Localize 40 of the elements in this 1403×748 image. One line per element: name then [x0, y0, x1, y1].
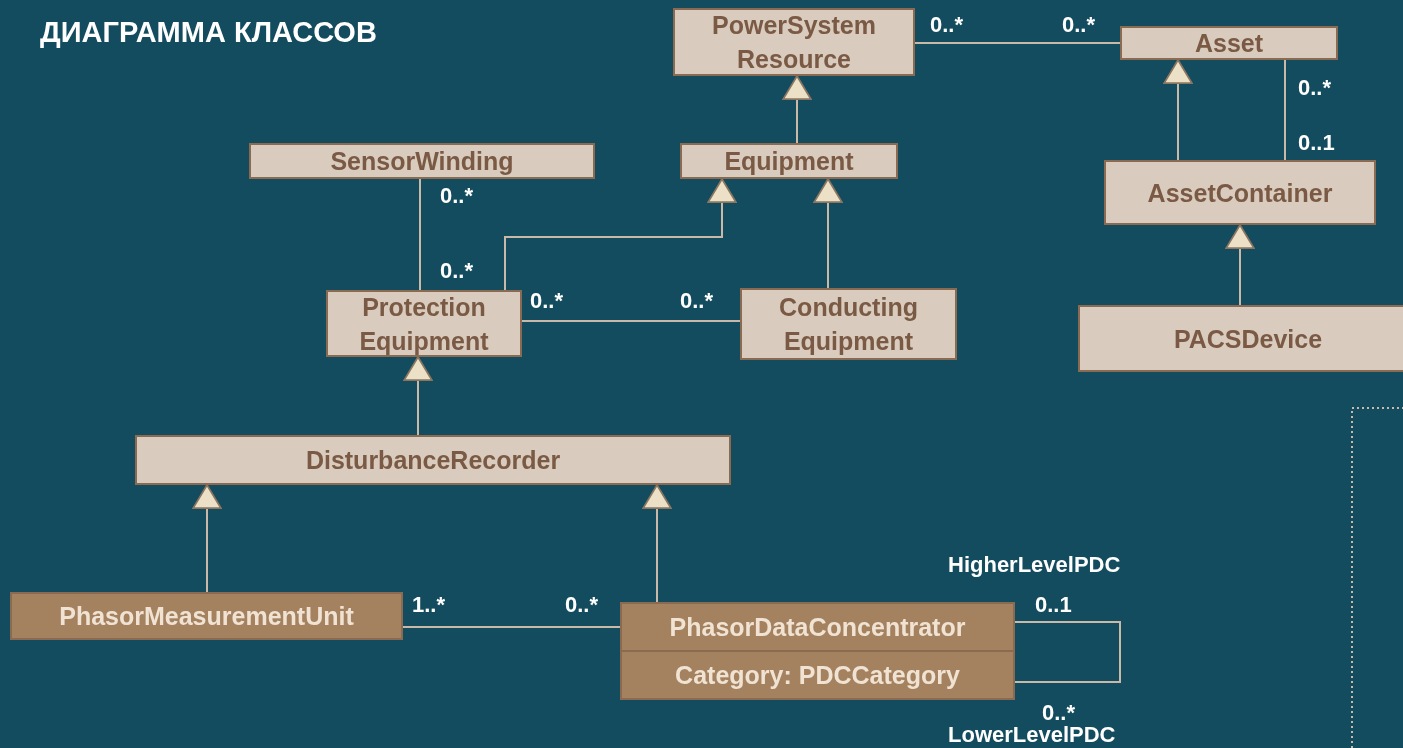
class-box: Equipment	[680, 143, 898, 179]
association-line	[402, 626, 621, 628]
multiplicity-label: 0..*	[930, 12, 964, 38]
multiplicity-label: 0..*	[1062, 12, 1096, 38]
association-line	[419, 178, 421, 291]
multiplicity-label: 0..*	[440, 183, 474, 209]
multiplicity-label: 0..*	[530, 288, 564, 314]
association-line	[914, 42, 1121, 44]
multiplicity-label: 0..*	[1298, 75, 1332, 101]
class-box: Conducting Equipment	[740, 288, 957, 360]
class-box: PowerSystem Resource	[673, 8, 915, 76]
class-box: SensorWinding	[249, 143, 595, 179]
class-box: DisturbanceRecorder	[135, 435, 731, 485]
generalization-arrow	[1225, 224, 1255, 306]
multiplicity-label: 0..1	[1298, 130, 1335, 156]
generalization-arrow	[1163, 59, 1193, 161]
class-box: Protection Equipment	[326, 290, 522, 357]
association-line	[521, 320, 741, 322]
class-box: AssetContainer	[1104, 160, 1376, 225]
generalization-arrow	[813, 178, 843, 289]
role-name: HigherLevelPDC	[948, 552, 1121, 578]
generalization-arrow	[192, 484, 222, 593]
multiplicity-label: 0..*	[680, 288, 714, 314]
association-line	[1284, 59, 1286, 161]
diagram-title: ДИАГРАММА КЛАССОВ	[40, 16, 377, 49]
class-box: PhasorMeasurementUnit	[10, 592, 403, 640]
class-box	[620, 602, 1015, 700]
multiplicity-label: 1..*	[412, 592, 446, 618]
class-box: Asset	[1120, 26, 1338, 60]
class-attribute: Category: PDCCategory	[622, 650, 1013, 698]
multiplicity-label: 0..*	[565, 592, 599, 618]
class-name: PhasorDataConcentrator	[668, 612, 967, 643]
multiplicity-label: 0..1	[1035, 592, 1072, 618]
generalization-arrow	[642, 484, 672, 603]
generalization-arrow	[504, 178, 737, 291]
generalization-arrow	[403, 356, 433, 436]
association-line	[1014, 621, 1121, 683]
multiplicity-label: 0..*	[440, 258, 474, 284]
class-box: PACSDevice	[1078, 305, 1403, 372]
generalization-arrow	[782, 75, 812, 144]
